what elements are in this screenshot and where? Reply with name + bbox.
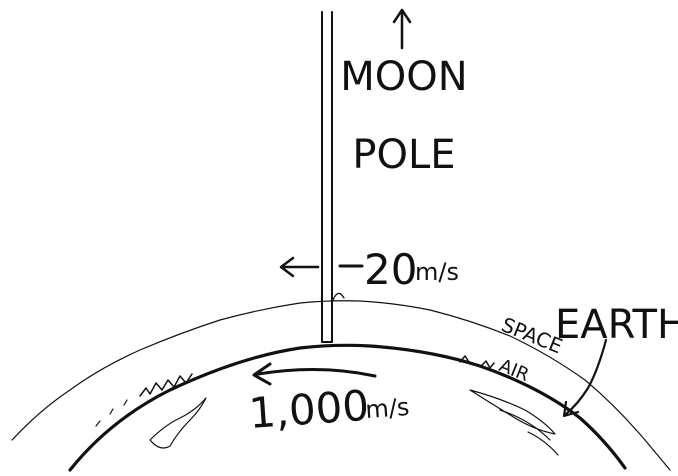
label-moon: MOON xyxy=(340,54,467,100)
grass-left xyxy=(96,400,127,426)
pole-speed-value: 20 xyxy=(364,245,417,294)
landmass-right xyxy=(470,390,555,434)
pole-speed-unit: m/s xyxy=(415,258,459,286)
arrow-up-icon xyxy=(394,10,410,48)
surface-speed-unit: m/s xyxy=(364,393,410,424)
pole-velocity-arrow xyxy=(281,258,318,276)
landmass-left xyxy=(150,398,206,448)
surface-speed-value: 1,000 xyxy=(247,381,370,438)
label-air: AIR xyxy=(496,355,532,386)
earth-pointer-arrow xyxy=(564,340,606,416)
label-pole: POLE xyxy=(352,132,455,178)
label-earth: EARTH xyxy=(555,302,678,348)
